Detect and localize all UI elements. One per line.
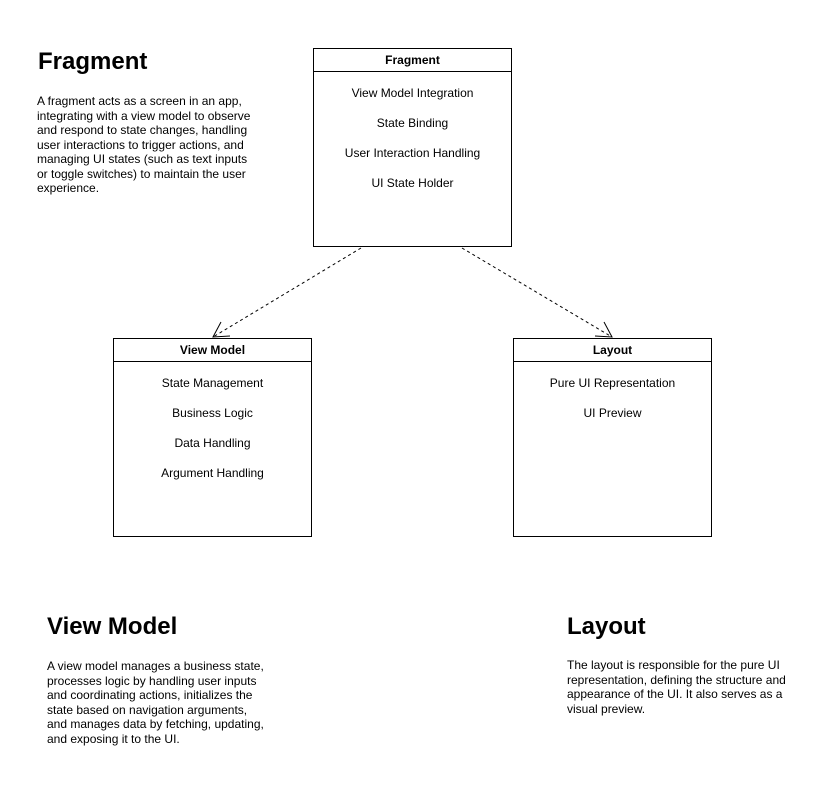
box-item-list: State Management Business Logic Data Han…: [114, 362, 311, 488]
description-line: appearance of the UI. It also serves as …: [567, 687, 783, 701]
box-item: State Management: [161, 376, 264, 390]
description-line: A view model manages a business state,: [47, 659, 264, 673]
fragment-description: A fragment acts as a screen in an app, i…: [37, 94, 250, 196]
description-line: representation, defining the structure a…: [567, 672, 786, 687]
arrow-fragment-to-layout: [461, 247, 613, 338]
box-item-list: View Model Integration State Binding Use…: [314, 72, 511, 198]
description-line: processes logic by handling user inputs: [47, 673, 257, 688]
box-item: View Model Integration: [351, 86, 474, 100]
box-item-list: Pure UI Representation UI Preview: [514, 362, 711, 428]
layout-description: The layout is responsible for the pure U…: [567, 658, 786, 716]
box-item: UI State Holder: [371, 176, 454, 190]
box-item: Argument Handling: [161, 466, 264, 480]
box-item: Data Handling: [174, 436, 251, 450]
description-line: visual preview.: [567, 701, 646, 716]
description-line: integrating with a view model to observe: [37, 108, 251, 123]
box-item: Pure UI Representation: [549, 376, 676, 390]
fragment-class-box[interactable]: Fragment View Model Integration State Bi…: [313, 48, 512, 247]
arrow-fragment-to-view-model: [212, 247, 362, 338]
layout-class-box[interactable]: Layout Pure UI Representation UI Preview: [513, 338, 712, 537]
view-model-class-box[interactable]: View Model State Management Business Log…: [113, 338, 312, 537]
box-title: Fragment: [314, 49, 511, 72]
description-line: or toggle switches) to maintain the user: [37, 166, 246, 181]
box-item: Business Logic: [172, 406, 253, 420]
open-arrowhead: [212, 321, 231, 338]
box-item: UI Preview: [583, 406, 642, 420]
description-line: managing UI states (such as text inputs: [37, 152, 248, 166]
description-line: and coordinating actions, initializes th…: [47, 688, 253, 702]
view-model-description: A view model manages a business state, p…: [47, 659, 264, 746]
box-item: State Binding: [376, 116, 449, 130]
description-line: experience.: [37, 181, 100, 195]
box-title: Layout: [514, 339, 711, 362]
box-title: View Model: [114, 339, 311, 362]
open-arrowhead: [594, 321, 613, 338]
description-line: and exposing it to the UI.: [47, 731, 180, 746]
view-model-heading: View Model: [47, 613, 178, 640]
description-line: and manages data by fetching, updating,: [47, 717, 264, 731]
box-item: User Interaction Handling: [344, 146, 481, 160]
description-line: user interactions to trigger actions, an…: [37, 137, 244, 152]
fragment-heading: Fragment: [38, 48, 148, 75]
description-line: The layout is responsible for the pure U…: [567, 658, 780, 672]
description-line: A fragment acts as a screen in an app,: [37, 94, 242, 108]
description-line: state based on navigation arguments,: [47, 702, 248, 717]
layout-heading: Layout: [567, 613, 646, 640]
description-line: and respond to state changes, handling: [37, 123, 248, 137]
